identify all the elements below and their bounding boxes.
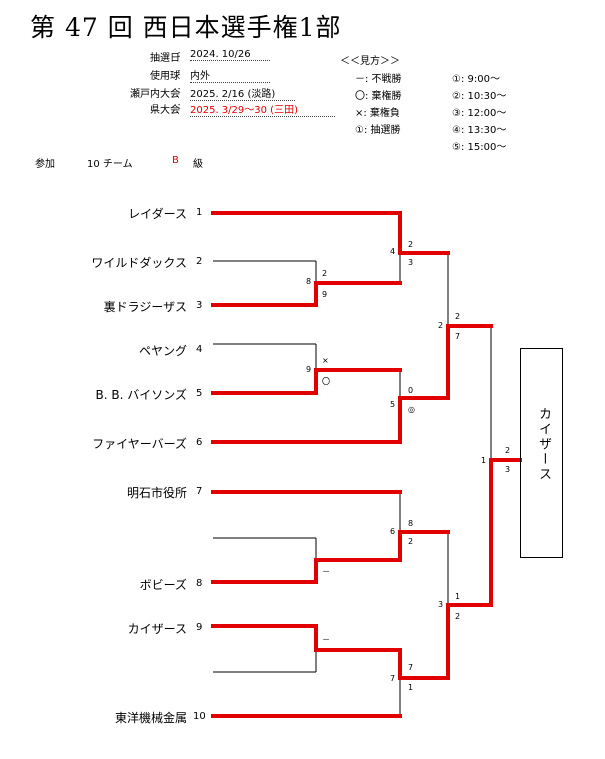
participation-label: 参加 <box>35 159 55 170</box>
score-bottom: 2 <box>455 612 461 621</box>
page-title: 第 47 回 西日本選手権1部 <box>30 13 342 42</box>
team-seed: 1 <box>196 207 203 218</box>
game-number: 8 <box>306 277 312 286</box>
info-colon: : <box>177 49 181 60</box>
info-value-setouchi: 2025. 2/16 (淡路) <box>190 85 295 101</box>
legend-time-5: ⑤: 15:00〜 <box>452 142 507 153</box>
team-name: ペヤング <box>138 344 187 358</box>
walkover-mark: － <box>322 635 330 644</box>
champion-box <box>520 348 563 558</box>
legend-item-walkover: －: 不戦勝 <box>355 74 402 85</box>
game-number: 6 <box>390 527 396 536</box>
score-bottom: 3 <box>408 258 414 267</box>
score-top: 2 <box>408 240 414 249</box>
info-value-ball: 内外 <box>190 67 270 83</box>
score-top: 1 <box>455 592 461 601</box>
score-bottom: 〇 <box>322 377 330 386</box>
score-top: 2 <box>322 269 328 278</box>
team-seed: 4 <box>196 344 203 355</box>
winner-path <box>211 281 402 307</box>
team-name: レイダース <box>128 207 187 221</box>
team-seed: 7 <box>196 486 203 497</box>
walkover-mark: － <box>322 567 330 576</box>
champion-name: カイザース <box>536 407 551 482</box>
team-seed: 2 <box>196 256 203 267</box>
game-number: 2 <box>438 321 444 330</box>
score-top: 7 <box>408 663 414 672</box>
winner-path <box>211 324 493 444</box>
game-number: 4 <box>390 247 396 256</box>
score-bottom: 3 <box>505 465 511 474</box>
score-bottom: 9 <box>322 290 328 299</box>
team-seed: 6 <box>196 437 203 448</box>
score-bottom: 2 <box>408 537 414 546</box>
score-bottom: ◎ <box>408 405 415 414</box>
game-number: 3 <box>438 600 444 609</box>
team-seed: 8 <box>196 578 203 589</box>
info-label-prefecture: 県大会 <box>150 105 180 116</box>
score-top: 2 <box>455 312 461 321</box>
info-value-draw-date: 2024. 10/26 <box>190 49 270 61</box>
team-name: カイザース <box>127 622 187 636</box>
team-name: 明石市役所 <box>126 486 187 500</box>
info-colon: : <box>177 101 181 112</box>
game-number: 1 <box>481 456 487 465</box>
score-top: 8 <box>408 519 414 528</box>
team-name: B. B. バイソンズ <box>95 388 187 402</box>
winner-path <box>211 458 522 680</box>
legend-time-2: ②: 10:30〜 <box>452 91 507 102</box>
legend-time-3: ③: 12:00〜 <box>452 108 507 119</box>
info-label-ball: 使用球 <box>150 71 180 82</box>
team-name: 裏ドラジーザス <box>103 300 187 314</box>
participation-grade-suffix: 級 <box>193 159 203 170</box>
team-seed: 5 <box>196 388 203 399</box>
legend-item-forfeit-loss: ×: 棄権負 <box>355 108 400 119</box>
legend-heading: ＜＜見方＞＞ <box>340 56 400 67</box>
info-label-draw-date: 抽選日 <box>150 53 180 64</box>
game-number: 9 <box>306 365 312 374</box>
participation-grade: B <box>172 155 179 166</box>
team-name: ワイルドダックス <box>91 256 187 270</box>
team-name: 東洋機械金属 <box>114 711 187 725</box>
game-number: 5 <box>390 400 396 409</box>
info-colon: : <box>177 85 181 96</box>
winner-path <box>211 211 450 255</box>
team-seed: 3 <box>196 300 203 311</box>
score-bottom: 7 <box>455 332 461 341</box>
score-top: × <box>322 356 329 365</box>
team-seed: 9 <box>196 622 203 633</box>
winner-path <box>211 368 402 395</box>
winner-path <box>211 530 450 584</box>
legend-time-1: ①: 9:00〜 <box>452 74 500 85</box>
info-label-setouchi: 瀬戸内大会 <box>130 89 180 100</box>
legend-item-forfeit-win: 〇: 棄権勝 <box>355 91 402 102</box>
legend-time-4: ④: 13:30〜 <box>452 125 507 136</box>
info-value-prefecture: 2025. 3/29〜30 (三田) <box>190 101 335 117</box>
participation-count: 10 チーム <box>87 159 133 170</box>
score-top: 0 <box>408 386 414 395</box>
game-number: 7 <box>390 674 396 683</box>
team-name: ボビーズ <box>139 578 187 592</box>
info-colon: : <box>177 67 181 78</box>
legend-item-lottery-win: ①: 抽選勝 <box>355 125 401 136</box>
score-top: 2 <box>505 446 511 455</box>
team-seed: 10 <box>193 711 206 722</box>
score-bottom: 1 <box>408 683 414 692</box>
team-name: ファイヤーバーズ <box>92 437 187 451</box>
